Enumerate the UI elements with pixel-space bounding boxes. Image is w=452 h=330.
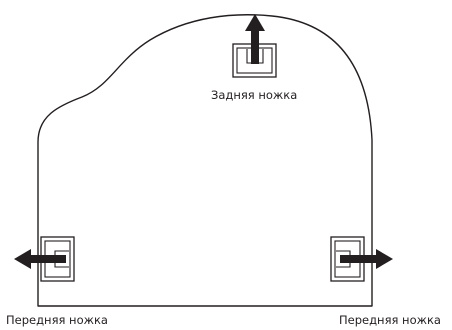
front-left-leg-label: Передняя ножка [6,313,108,327]
piano-body-outline [37,14,373,307]
rear-leg-arrow-icon [245,14,265,64]
front-right-leg-label: Передняя ножка [339,313,441,327]
front-right-leg-arrow-icon [340,249,393,269]
front-left-leg-arrow-icon [14,249,66,269]
rear-leg-label: Задняя ножка [211,88,298,102]
